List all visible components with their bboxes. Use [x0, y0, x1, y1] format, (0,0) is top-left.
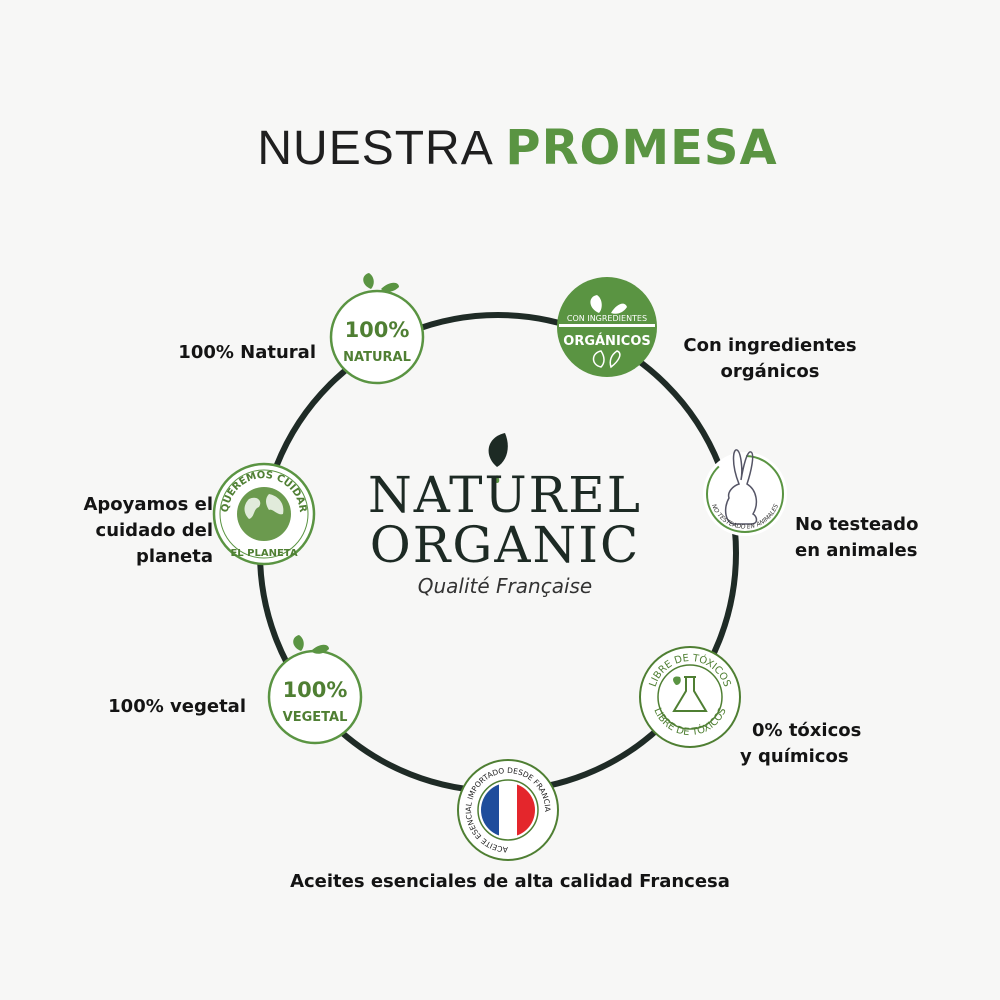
label-francia: Aceites esenciales de alta calidad Franc… — [290, 871, 730, 892]
badge-animales: NO TESTEADO EN ANIMALES — [703, 449, 787, 536]
svg-text:EL PLANETA: EL PLANETA — [230, 548, 297, 559]
rabbit-icon — [724, 449, 758, 525]
svg-text:100%: 100% — [345, 318, 410, 342]
svg-text:NATURAL: NATURAL — [343, 350, 411, 365]
badge-francia: ACEITE ESENCIAL IMPORTADO DESDE FRANCIA — [457, 759, 559, 861]
leaf-icon — [293, 635, 329, 654]
badge-planeta: QUEREMOS CUIDAR EL PLANETA — [212, 462, 316, 566]
svg-text:100%: 100% — [283, 678, 348, 702]
leaf-icon — [590, 295, 627, 314]
leaf-drop-icon — [488, 433, 508, 483]
label-natural: 100% Natural — [178, 342, 316, 363]
svg-text:ORGÁNICOS: ORGÁNICOS — [563, 333, 650, 349]
badge-organicos: CON INGREDIENTES ORGÁNICOS — [557, 277, 657, 377]
badge-vegetal: 100% VEGETAL — [267, 635, 363, 745]
brand-logo: NATUREL ORGANIC Qualité Française — [368, 466, 642, 598]
badge-natural: 100% NATURAL — [329, 273, 425, 385]
label-vegetal: 100% vegetal — [108, 696, 246, 717]
flask-icon — [672, 676, 708, 712]
france-flag-icon — [481, 783, 535, 837]
label-planeta: Apoyamos el cuidado del planeta — [83, 494, 213, 567]
svg-text:CON INGREDIENTES: CON INGREDIENTES — [567, 314, 647, 323]
badge-toxicos: LIBRE DE TÓXICOS LIBRE DE TÓXICOS — [639, 646, 741, 748]
label-toxicos: 0% tóxicos y químicos — [740, 720, 862, 767]
label-organicos: Con ingredientes orgánicos — [683, 335, 857, 382]
leaf-icon — [363, 273, 399, 292]
svg-text:VEGETAL: VEGETAL — [283, 710, 348, 725]
label-animales: No testeado en animales — [795, 514, 919, 561]
page-title: NUESTRA PROMESA — [257, 120, 778, 176]
